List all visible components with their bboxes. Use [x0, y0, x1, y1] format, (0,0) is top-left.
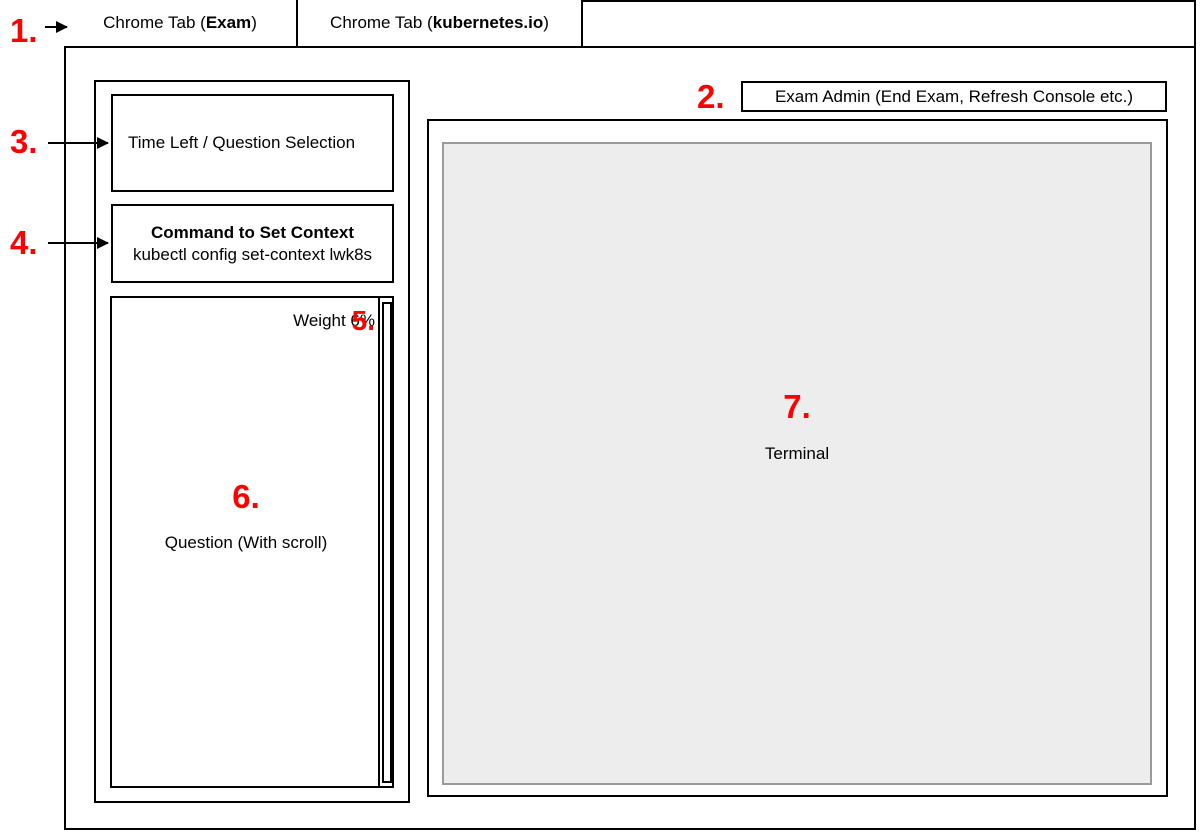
annotation-number-5: 5. [351, 305, 375, 336]
question-weight-row: 5. Weight 6% [120, 305, 375, 337]
chrome-tab-kubernetes-name: kubernetes.io [432, 13, 544, 32]
question-content-area[interactable] [112, 298, 380, 786]
annotation-number-4: 4. [10, 224, 38, 261]
annotation-number-7: 7. [783, 388, 811, 425]
browser-tabstrip: Chrome Tab (Exam) Chrome Tab (kubernetes… [64, 0, 1196, 48]
annotation-number-1: 1. [10, 12, 38, 49]
exam-admin-button[interactable]: Exam Admin (End Exam, Refresh Console et… [741, 81, 1167, 112]
annotation-arrow-3 [48, 137, 109, 149]
question-panel [110, 296, 394, 788]
time-left-question-selection-box[interactable]: Time Left / Question Selection [111, 94, 394, 192]
set-context-title: Command to Set Context [150, 222, 355, 242]
annotation-number-2: 2. [697, 78, 725, 115]
terminal-caption: Terminal [764, 444, 830, 463]
chrome-tab-kubernetes-io[interactable]: Chrome Tab (kubernetes.io) [298, 0, 583, 46]
terminal-screen[interactable] [442, 142, 1152, 785]
set-context-command-box[interactable]: Command to Set Context kubectl config se… [111, 204, 394, 283]
question-body-placeholder: 6. Question (With scroll) [114, 480, 378, 553]
chrome-tab-exam[interactable]: Chrome Tab (Exam) [64, 0, 298, 46]
annotation-number-6: 6. [232, 478, 260, 515]
chrome-tab-exam-name: Exam [205, 13, 252, 32]
annotation-number-3: 3. [10, 123, 38, 160]
set-context-command: kubectl config set-context lwk8s [132, 244, 373, 264]
exam-admin-label: Exam Admin (End Exam, Refresh Console et… [774, 86, 1134, 106]
question-scrollbar[interactable] [382, 302, 392, 783]
chrome-tab-kubernetes-suffix: ) [543, 13, 549, 32]
terminal-placeholder: 7. Terminal [442, 390, 1152, 464]
annotation-arrow-1 [45, 21, 68, 33]
chrome-tab-kubernetes-prefix: Chrome Tab ( [330, 13, 433, 32]
annotation-arrow-4 [48, 237, 109, 249]
chrome-tab-exam-suffix: ) [251, 13, 257, 32]
question-weight-label: Weight 6% [293, 311, 375, 330]
chrome-tab-exam-prefix: Chrome Tab ( [103, 13, 206, 32]
time-left-label: Time Left / Question Selection [128, 133, 356, 152]
question-caption: Question (With scroll) [164, 533, 328, 552]
